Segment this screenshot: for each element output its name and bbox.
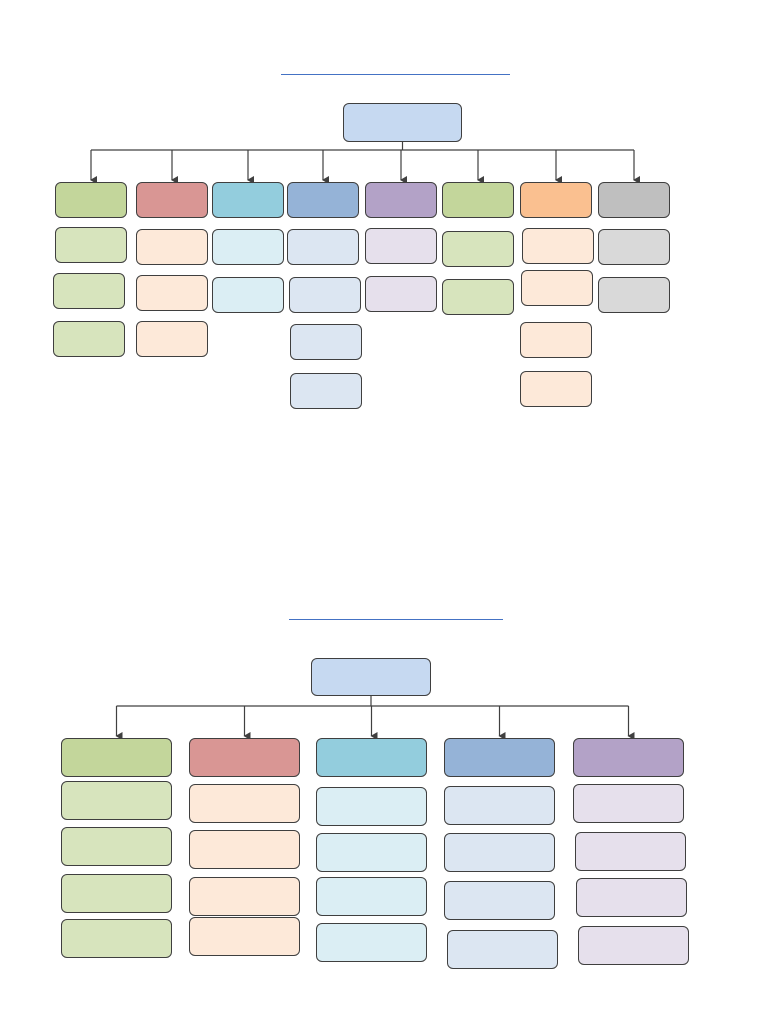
- chart-2-header-2: [189, 738, 300, 777]
- chart-2-col-1-cell-4: [61, 919, 172, 958]
- chart-2-col-3-cell-4: [316, 923, 427, 962]
- chart-2-col-2-cell-1: [189, 784, 300, 823]
- chart-2-col-4-cell-3: [444, 881, 555, 920]
- chart-1-col-2-cell-2: [136, 275, 208, 311]
- chart-2-header-3: [316, 738, 427, 777]
- chart-1-col-1-cell-2: [53, 273, 125, 309]
- chart-1-header-8: [598, 182, 670, 218]
- chart-2-col-3-cell-1: [316, 787, 427, 826]
- chart-1-col-2-cell-3: [136, 321, 208, 357]
- chart-2-col-1-cell-1: [61, 781, 172, 820]
- chart-1-col-6-cell-1: [442, 231, 514, 267]
- chart-1-col-4-cell-2: [289, 277, 361, 313]
- chart-1-col-3-cell-1: [212, 229, 284, 265]
- chart-1-col-3-cell-2: [212, 277, 284, 313]
- chart-2-col-4-cell-2: [444, 833, 555, 872]
- chart-2-title-underline: [289, 619, 503, 620]
- chart-1-header-6: [442, 182, 514, 218]
- chart-1-col-4-cell-1: [287, 229, 359, 265]
- chart-2-col-2-cell-3: [189, 877, 300, 916]
- chart-2-root-box: [311, 658, 431, 696]
- chart-1-col-7-cell-2: [521, 270, 593, 306]
- chart-1-col-7-cell-3: [520, 322, 592, 358]
- chart-2-col-2-cell-2: [189, 830, 300, 869]
- chart-1-col-5-cell-2: [365, 276, 437, 312]
- chart-1-col-4-cell-4: [290, 373, 362, 409]
- chart-1-header-4: [287, 182, 359, 218]
- chart-2-col-3-cell-3: [316, 877, 427, 916]
- chart-1-header-2: [136, 182, 208, 218]
- chart-2-header-5: [573, 738, 684, 777]
- chart-1-col-1-cell-3: [53, 321, 125, 357]
- chart-2-col-1-cell-2: [61, 827, 172, 866]
- chart-1-root-box: [343, 103, 462, 142]
- chart-1-header-1: [55, 182, 127, 218]
- chart-2-col-5-cell-2: [575, 832, 686, 871]
- chart-1-header-5: [365, 182, 437, 218]
- chart-2-col-2-cell-4: [189, 917, 300, 956]
- chart-1-col-1-cell-1: [55, 227, 127, 263]
- chart-1-col-2-cell-1: [136, 229, 208, 265]
- chart-1-header-7: [520, 182, 592, 218]
- chart-2-col-3-cell-2: [316, 833, 427, 872]
- chart-1-col-6-cell-2: [442, 279, 514, 315]
- chart-1-title-underline: [281, 74, 510, 75]
- chart-1-col-7-cell-4: [520, 371, 592, 407]
- chart-2-col-1-cell-3: [61, 874, 172, 913]
- chart-2-col-5-cell-4: [578, 926, 689, 965]
- chart-1-col-8-cell-2: [598, 277, 670, 313]
- chart-2-col-5-cell-3: [576, 878, 687, 917]
- chart-1-header-3: [212, 182, 284, 218]
- chart-1-col-5-cell-1: [365, 228, 437, 264]
- chart-2-col-5-cell-1: [573, 784, 684, 823]
- chart-2-header-4: [444, 738, 555, 777]
- chart-2-col-4-cell-1: [444, 786, 555, 825]
- chart-1-col-8-cell-1: [598, 229, 670, 265]
- chart-2-col-4-cell-4: [447, 930, 558, 969]
- chart-1-col-4-cell-3: [290, 324, 362, 360]
- chart-2-header-1: [61, 738, 172, 777]
- chart-1-col-7-cell-1: [522, 228, 594, 264]
